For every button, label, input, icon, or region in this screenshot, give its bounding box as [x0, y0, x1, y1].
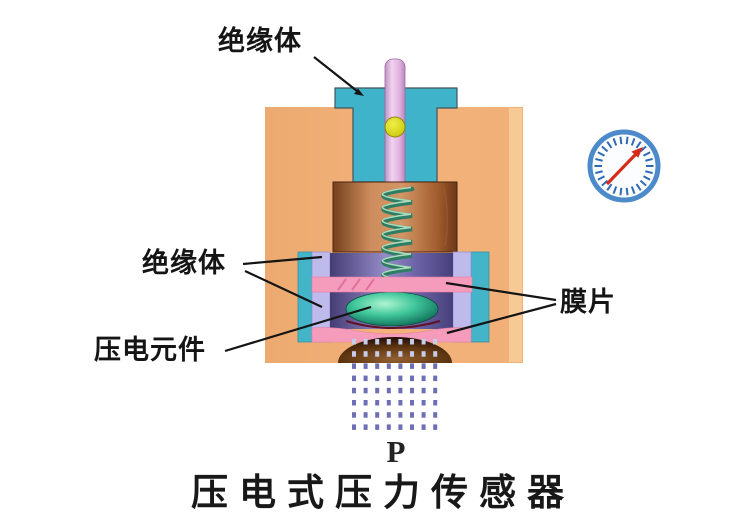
piezo-element-leader — [224, 305, 372, 353]
insulator-side-label: 绝缘体 — [142, 248, 226, 278]
diaphragm-leader-2 — [446, 302, 557, 335]
contact-ball — [384, 116, 406, 138]
lower-diaphragm — [311, 327, 472, 343]
housing-edge-highlight — [509, 108, 522, 362]
spring-coil — [381, 186, 415, 285]
upper-diaphragm — [311, 276, 473, 293]
piezo-element-disc — [345, 291, 439, 327]
insulator-top-leader — [313, 56, 358, 92]
insulator-top-arrowhead — [354, 88, 364, 96]
pressure-gauge-icon — [587, 129, 661, 203]
diaphragm-label: 膜片 — [560, 287, 616, 317]
gauge-needle — [605, 147, 643, 186]
insulator-top-label: 绝缘体 — [218, 26, 302, 56]
right-teal-sleeve — [470, 251, 490, 343]
copper-texture — [429, 187, 448, 247]
insulator-side-leader-2 — [244, 270, 323, 308]
piezo-element-label: 压电元件 — [94, 335, 206, 365]
diaphragm-leader-1 — [445, 281, 557, 302]
insulator-side-leader-1 — [242, 255, 323, 266]
pressure-dots — [352, 339, 438, 430]
leader-lines — [224, 56, 557, 353]
pressure-symbol: P — [386, 434, 406, 469]
gauge-ticks — [594, 136, 654, 196]
dish-shadow — [345, 320, 441, 329]
figure-title: 压电式压力传感器 — [191, 473, 575, 514]
